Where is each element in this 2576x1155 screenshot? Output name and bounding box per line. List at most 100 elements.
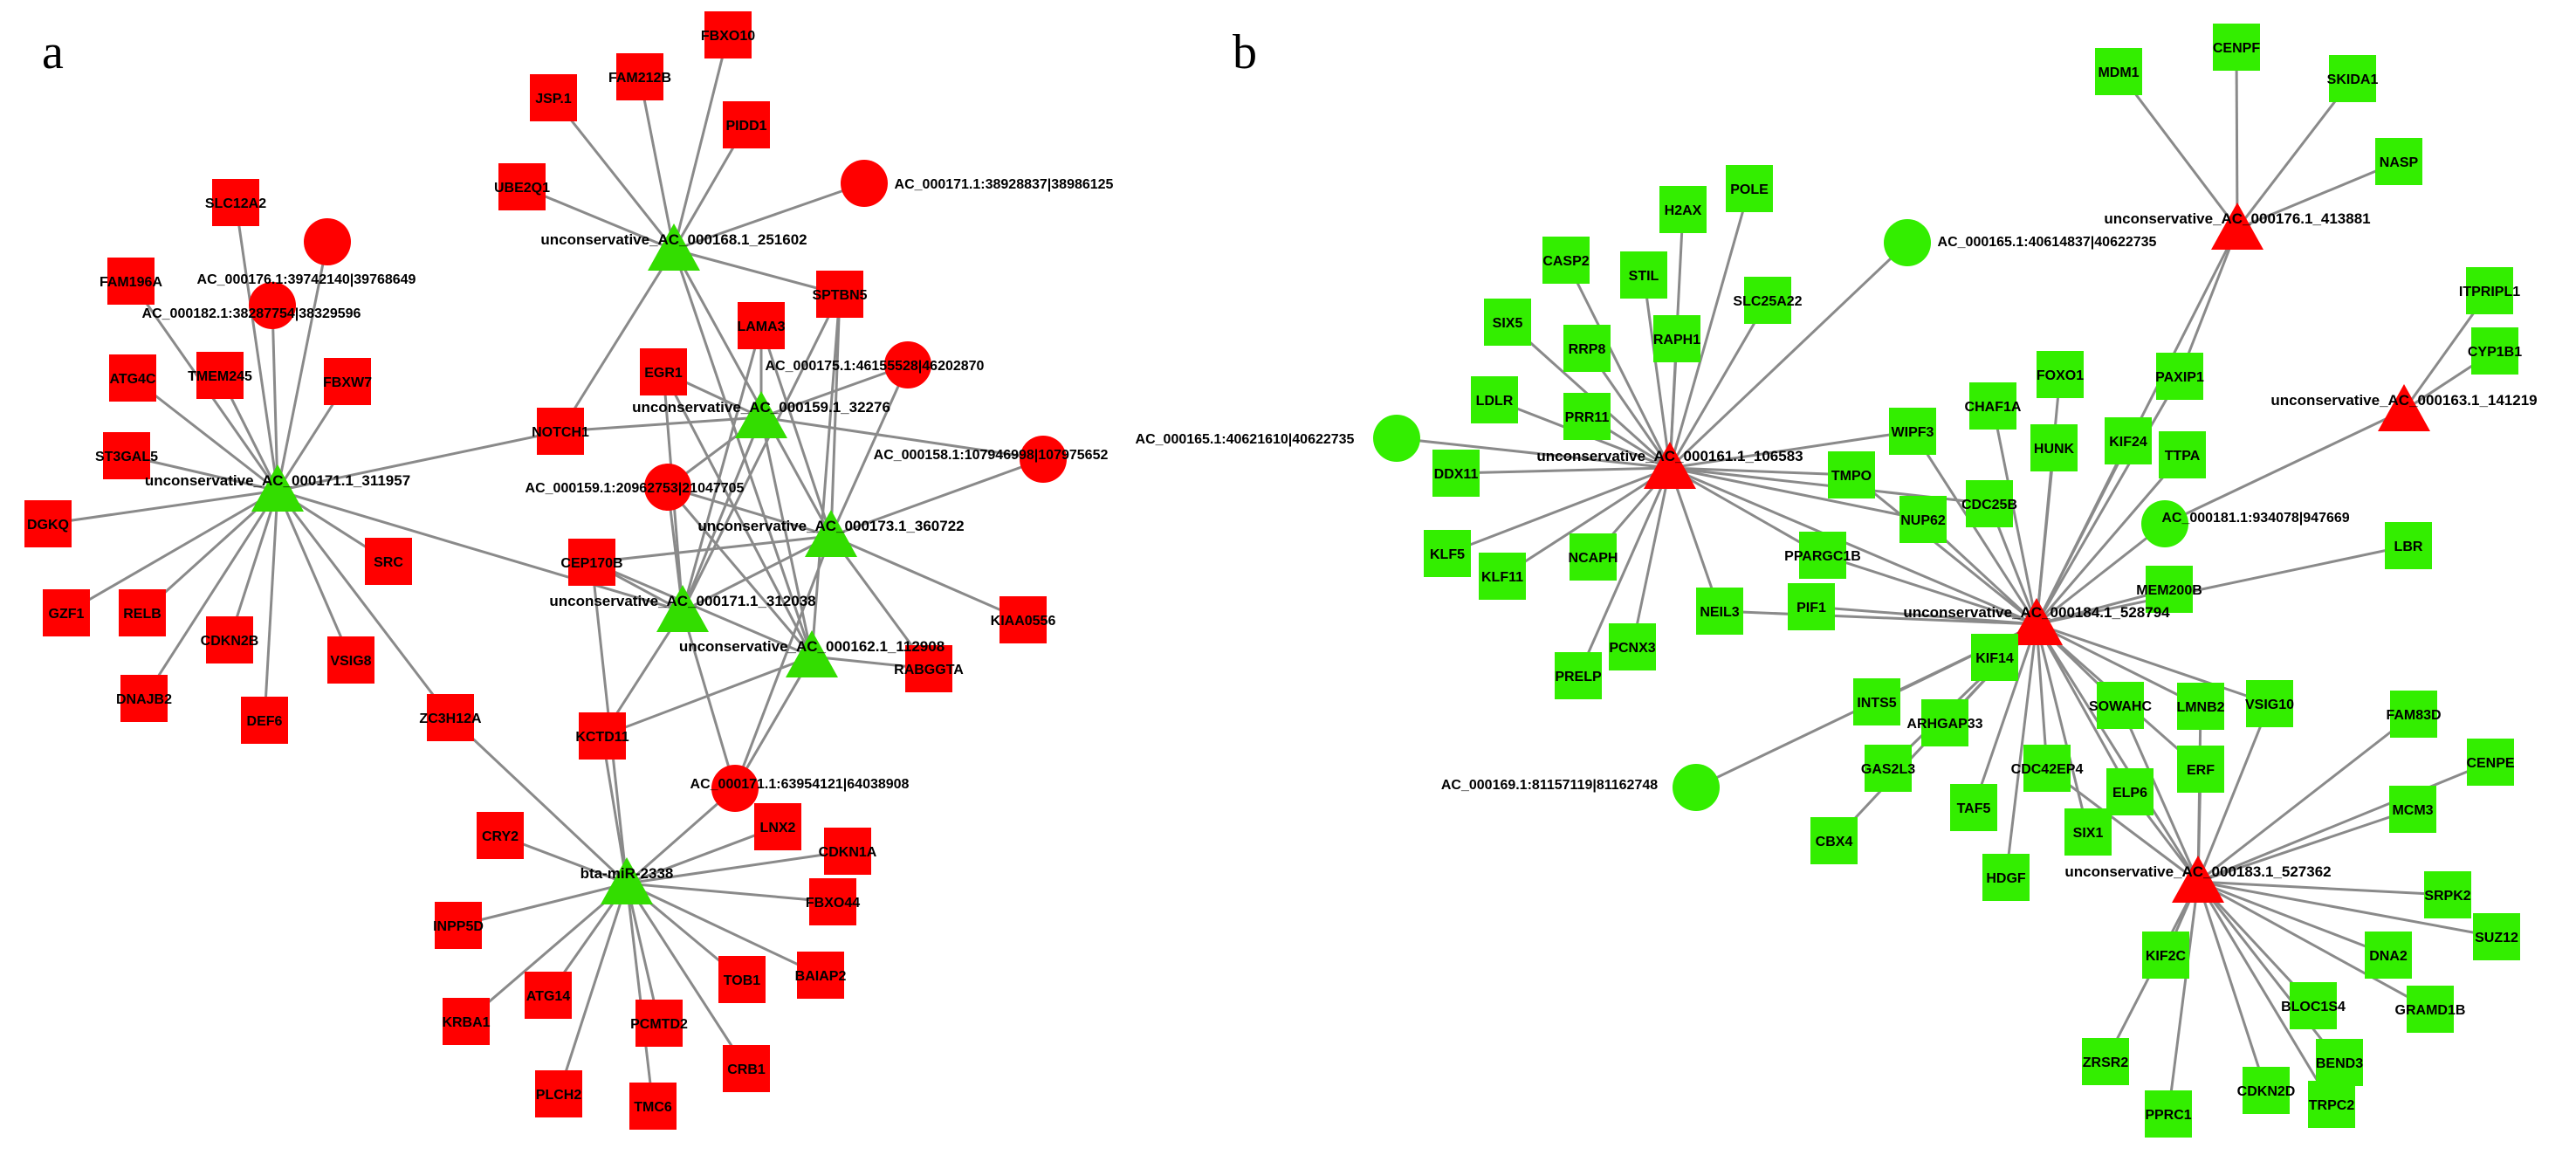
network-edge [2035, 440, 2130, 625]
gene-node-label: TTPA [2165, 449, 2201, 464]
gene-node-square [1424, 530, 1471, 577]
gene-node-square [2023, 745, 2071, 792]
lncrna-node-label: AC_000181.1:934078|947669 [2161, 511, 2349, 526]
network-edge [465, 882, 628, 1023]
gene-node-square [2424, 871, 2471, 918]
gene-node-label: KLF5 [1430, 547, 1465, 562]
lncrna-node-label: AC_000165.1:40621610|40622735 [1136, 432, 1355, 447]
panel-a-network: unconservative_AC_000171.1_311957unconse… [24, 11, 1114, 1130]
gene-node-label: HUNK [2034, 442, 2075, 457]
network-edge [2035, 623, 2090, 833]
gene-node-square [2142, 932, 2189, 979]
gene-node-label: EGR1 [644, 366, 683, 381]
network-edge [271, 305, 279, 492]
gene-node-label: LBR [2394, 540, 2423, 554]
gene-node-square [704, 11, 752, 58]
gene-node-square [109, 354, 156, 402]
gene-node-square [1726, 165, 1773, 212]
gene-node-label: SIX5 [1493, 316, 1523, 331]
gene-node-square [120, 675, 168, 722]
network-edge [1669, 466, 1852, 477]
lncrna-node-circle [304, 218, 351, 265]
mirna-node-label: unconservative_AC_000171.1_312038 [549, 593, 815, 609]
gene-node-square [2316, 1039, 2363, 1086]
network-edge [2236, 78, 2354, 230]
gene-node-label: PPRC1 [2145, 1108, 2191, 1123]
gene-node-square [1950, 784, 1997, 831]
gene-node-label: SRC [374, 555, 403, 570]
gene-node-square [498, 163, 546, 210]
gene-node-square [568, 539, 615, 586]
network-edge [1669, 466, 1824, 557]
gene-node-label: KRBA1 [442, 1015, 490, 1030]
gene-node-label: CDKN2D [2237, 1084, 2296, 1099]
gene-node-label: LDLR [1476, 394, 1514, 409]
gene-node-label: KIF24 [2109, 435, 2147, 450]
network-edge [672, 249, 814, 657]
gene-node-label: PLCH2 [536, 1088, 582, 1103]
gene-node-square [2467, 739, 2514, 786]
gene-node-square [1432, 450, 1480, 497]
gene-node-square [1555, 652, 1602, 699]
network-edge [2235, 46, 2239, 230]
gene-node-square [525, 972, 572, 1019]
network-edge [626, 849, 848, 885]
gene-node-square [2097, 682, 2144, 729]
network-edge [2236, 160, 2400, 230]
network-edge [1642, 274, 1672, 469]
gene-node-label: CENPE [2466, 756, 2514, 771]
gene-node-label: CDC42EP4 [2011, 762, 2084, 777]
network-edge [625, 883, 655, 1107]
gene-node-label: TOB1 [724, 973, 760, 988]
lncrna-node-circle [711, 765, 759, 812]
gene-node-label: BAIAP2 [795, 969, 847, 984]
network-edge [625, 883, 748, 1069]
gene-node-square [2308, 1081, 2355, 1128]
mirna-node-label: unconservative_AC_000184.1_528794 [1903, 604, 2170, 621]
gene-node-label: ATG4C [109, 372, 155, 387]
mirna-node-triangle [1644, 442, 1696, 489]
gene-node-square [2329, 55, 2376, 102]
gene-node-square [1828, 451, 1875, 498]
gene-node-square [1609, 623, 1656, 670]
network-edge [673, 182, 865, 251]
network-edge [1669, 466, 2037, 626]
network-edge [810, 293, 841, 657]
gene-node-label: CASP2 [1542, 254, 1589, 269]
mirna-node-label: bta-miR-2338 [580, 865, 674, 882]
gene-node-label: WIPF3 [1892, 425, 1934, 440]
gene-node-square [1744, 277, 1791, 324]
gene-node-square [24, 500, 72, 547]
gene-node-label: KCTD11 [575, 730, 629, 745]
network-edge [2117, 71, 2239, 230]
network-edge [2046, 767, 2199, 883]
gene-node-label: CBX4 [1816, 835, 1853, 849]
lncrna-node-circle [644, 464, 691, 511]
gene-node-square [2082, 1038, 2129, 1085]
gene-node-label: SLC12A2 [205, 196, 266, 211]
gene-node-square [1479, 553, 1526, 600]
network-edge [626, 882, 834, 904]
lncrna-node-circle [1673, 764, 1720, 811]
network-edge [2197, 880, 2497, 938]
network-edge [2196, 881, 2341, 1063]
gene-node-label: PCNX3 [1609, 641, 1655, 656]
gene-node-square [2177, 683, 2224, 730]
gene-node-label: SLC25A22 [1733, 294, 1802, 309]
gene-node-square [816, 271, 863, 318]
mirna-node-triangle [648, 223, 700, 271]
gene-node-square [212, 179, 259, 226]
gene-node-square [2471, 327, 2518, 375]
network-edge [1991, 405, 2038, 625]
mirna-node-triangle [601, 857, 653, 904]
gene-node-square [1788, 583, 1835, 630]
mirna-node-label: unconservative_AC_000162.1_112908 [679, 638, 945, 655]
gene-node-square [2243, 1067, 2290, 1114]
network-edge [1810, 605, 2037, 626]
gene-node-label: RAPH1 [1653, 333, 1700, 347]
gene-node-square [2145, 1090, 2192, 1138]
gene-node-square [2385, 522, 2432, 569]
gene-node-square [723, 1045, 770, 1092]
mirna-node-triangle [2172, 856, 2224, 903]
